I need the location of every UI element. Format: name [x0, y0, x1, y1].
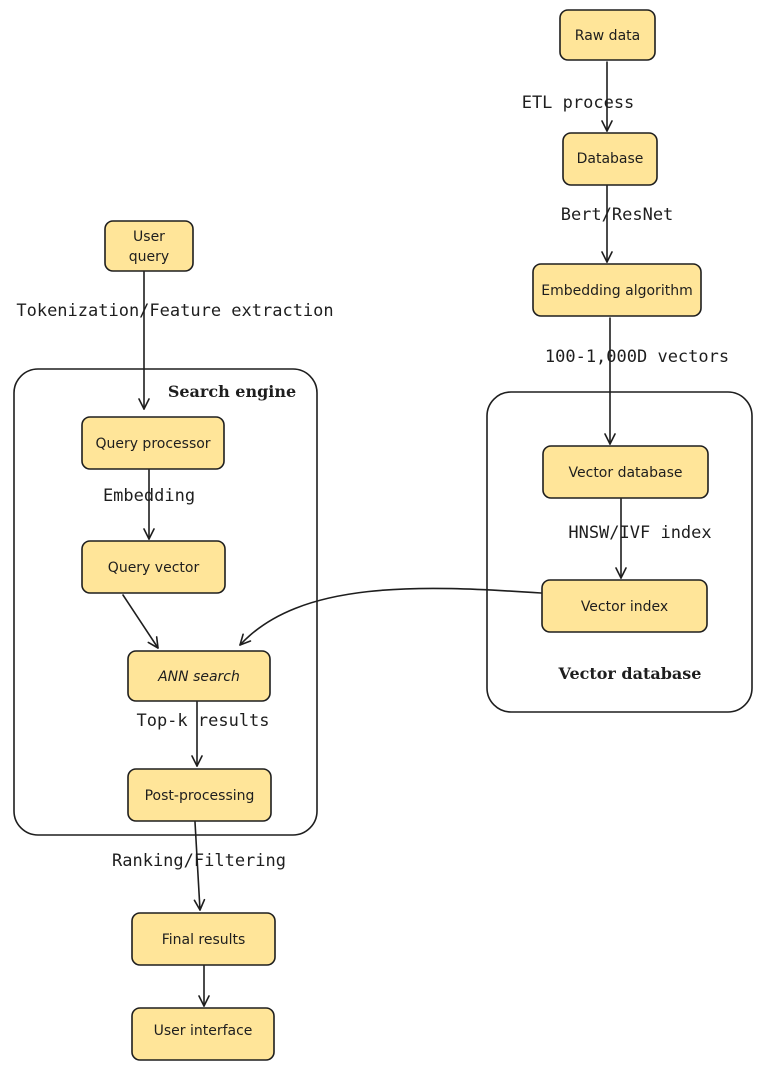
node-database-label: Database [577, 151, 644, 167]
node-raw-data: Raw data [559, 9, 656, 61]
node-post-processing: Post-processing [127, 768, 272, 822]
label-vectors: 100-1,000D vectors [545, 347, 729, 367]
label-tokenization: Tokenization/Feature extraction [16, 301, 333, 321]
label-bert-resnet: Bert/ResNet [561, 205, 674, 225]
label-ranking-filtering: Ranking/Filtering [112, 851, 286, 871]
node-user-query: User query [104, 220, 194, 272]
node-vector-index: Vector index [541, 579, 708, 633]
edge-labels: ETL process Bert/ResNet 100-1,000D vecto… [16, 93, 729, 871]
node-database: Database [562, 132, 658, 186]
edge-queryvector-to-ann [122, 594, 159, 649]
label-hnsw-ivf: HNSW/IVF index [568, 523, 711, 543]
node-query-vector-label: Query vector [108, 560, 200, 576]
node-embedding-algorithm: Embedding algorithm [532, 263, 702, 317]
vector-database-title: Vector database [558, 664, 702, 683]
node-post-processing-label: Post-processing [145, 788, 255, 804]
node-user-interface: User interface [131, 1007, 275, 1061]
label-topk: Top-k results [136, 711, 269, 731]
node-user-query-label-line1: User [133, 229, 165, 245]
node-vector-database: Vector database [542, 445, 709, 499]
edge-index-to-ann [239, 587, 542, 646]
node-vector-index-label: Vector index [581, 599, 668, 615]
node-raw-data-label: Raw data [575, 28, 640, 44]
node-query-processor: Query processor [81, 416, 225, 470]
node-final-results: Final results [131, 912, 276, 966]
node-embedding-algorithm-label: Embedding algorithm [541, 283, 692, 299]
vector-database-box [486, 391, 753, 713]
label-embedding: Embedding [103, 486, 195, 506]
node-ann-search-label: ANN search [157, 669, 240, 685]
node-final-results-label: Final results [162, 932, 246, 948]
node-user-query-label-line2: query [129, 249, 169, 265]
node-query-vector: Query vector [81, 540, 226, 594]
edges [122, 61, 627, 1007]
edge-postprocessing-to-final [193, 821, 206, 911]
label-etl-process: ETL process [522, 93, 635, 113]
vector-database-group: Vector database [486, 391, 753, 713]
node-ann-search: ANN search [127, 650, 271, 702]
node-user-interface-label: User interface [154, 1023, 253, 1039]
node-vector-database-label: Vector database [569, 465, 683, 481]
node-query-processor-label: Query processor [95, 436, 210, 452]
search-engine-title: Search engine [168, 382, 296, 401]
